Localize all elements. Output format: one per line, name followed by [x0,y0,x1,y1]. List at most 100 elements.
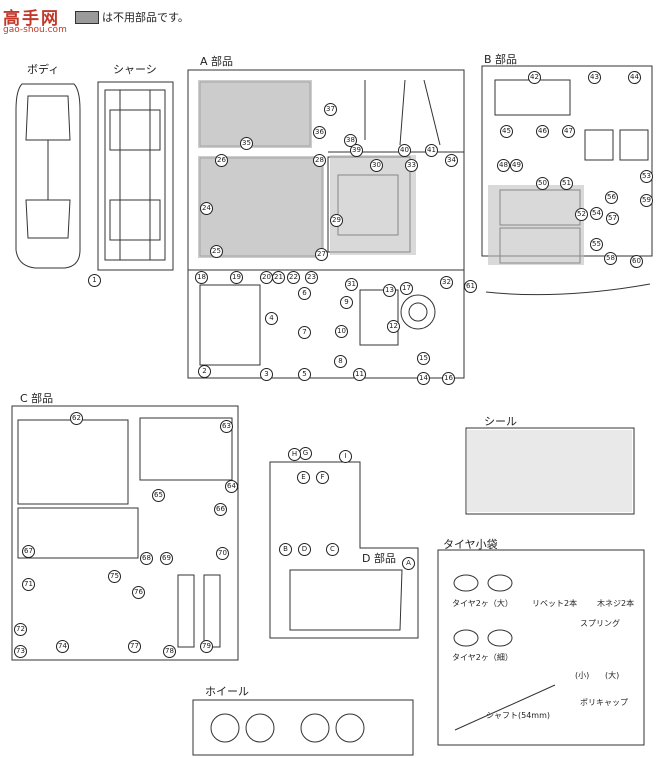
part-number-C: C [326,543,339,556]
part-number-53: 53 [640,170,653,183]
poly-cap-label: ポリキャップ [580,698,628,707]
part-number-56: 56 [605,191,618,204]
watermark-chars: 高手网 [3,9,60,29]
part-number-40: 40 [398,144,411,157]
part-number-E: E [297,471,310,484]
part-number-41: 41 [425,144,438,157]
section-chassis-label: シャーシ [113,63,157,76]
section-c-label: C 部品 [20,392,54,405]
part-number-71: 71 [22,578,35,591]
part-number-24: 24 [200,202,213,215]
section-wheel-label: ホイール [205,685,249,698]
legend-text: は不用部品です。 [102,11,189,24]
part-number-16: 16 [442,372,455,385]
part-number-65: 65 [152,489,165,502]
part-number-60: 60 [630,255,643,268]
watermark-logo: 高手网 gao-shou.com [3,4,69,38]
part-number-13: 13 [383,284,396,297]
spring-label: スプリング [580,619,620,628]
spring-large-label: (大) [605,671,620,680]
part-number-21: 21 [272,271,285,284]
part-number-31: 31 [345,278,358,291]
part-number-F: F [316,471,329,484]
part-number-39: 39 [350,144,363,157]
part-number-70: 70 [216,547,229,560]
part-number-33: 33 [405,159,418,172]
part-number-27: 27 [315,248,328,261]
part-number-7: 7 [298,326,311,339]
watermark-url: gao-shou.com [3,25,67,35]
part-number-H: H [288,448,301,461]
part-number-G: G [299,447,312,460]
part-number-45: 45 [500,125,513,138]
part-number-I: I [339,450,352,463]
part-number-19: 19 [230,271,243,284]
part-number-79: 79 [200,640,213,653]
part-number-59: 59 [640,194,653,207]
part-number-3: 3 [260,368,273,381]
part-number-11: 11 [353,368,366,381]
part-number-D: D [298,543,311,556]
part-number-36: 36 [313,126,326,139]
unused-part-area [198,80,312,148]
rivet-label: リベット2本 [532,599,578,608]
part-number-6: 6 [298,287,311,300]
part-number-8: 8 [334,355,347,368]
legend-swatch [75,11,99,24]
part-number-25: 25 [210,245,223,258]
part-number-12: 12 [387,320,400,333]
unused-part-area [330,155,416,255]
part-number-30: 30 [370,159,383,172]
part-number-51: 51 [560,177,573,190]
section-b-label: B 部品 [484,53,518,66]
shaft-label: シャフト(54mm) [486,711,551,720]
spring-small-label: (小) [575,671,590,680]
part-number-61: 61 [464,280,477,293]
part-number-22: 22 [287,271,300,284]
part-number-52: 52 [575,208,588,221]
part-number-76: 76 [132,586,145,599]
part-number-44: 44 [628,71,641,84]
part-number-A: A [402,557,415,570]
part-number-29: 29 [330,214,343,227]
part-number-62: 62 [70,412,83,425]
part-number-77: 77 [128,640,141,653]
part-number-69: 69 [160,552,173,565]
part-number-14: 14 [417,372,430,385]
wood-screw-label: 木ネジ2本 [597,599,635,608]
part-number-10: 10 [335,325,348,338]
part-number-42: 42 [528,71,541,84]
part-number-9: 9 [340,296,353,309]
unused-part-area [198,156,324,258]
part-number-49: 49 [510,159,523,172]
section-d-label: D 部品 [362,552,396,565]
part-number-67: 67 [22,545,35,558]
section-seal-label: シール [484,415,517,428]
part-number-68: 68 [140,552,153,565]
part-number-72: 72 [14,623,27,636]
part-number-54: 54 [590,207,603,220]
part-number-38: 38 [344,134,357,147]
part-number-4: 4 [265,312,278,325]
section-body-label: ボディ [27,63,60,76]
part-number-43: 43 [588,71,601,84]
part-number-66: 66 [214,503,227,516]
part-number-34: 34 [445,154,458,167]
part-number-28: 28 [313,154,326,167]
part-number-74: 74 [56,640,69,653]
part-number-18: 18 [195,271,208,284]
section-tire-bag-label: タイヤ小袋 [443,538,498,551]
part-number-B: B [279,543,292,556]
unused-part-area [488,185,584,265]
section-a-label: A 部品 [200,55,234,68]
part-number-78: 78 [163,645,176,658]
part-number-17: 17 [400,282,413,295]
part-number-75: 75 [108,570,121,583]
part-number-1: 1 [88,274,101,287]
part-number-63: 63 [220,420,233,433]
part-number-58: 58 [604,252,617,265]
part-number-5: 5 [298,368,311,381]
part-number-35: 35 [240,137,253,150]
tire-small-label: タイヤ2ヶ（細） [452,653,513,662]
